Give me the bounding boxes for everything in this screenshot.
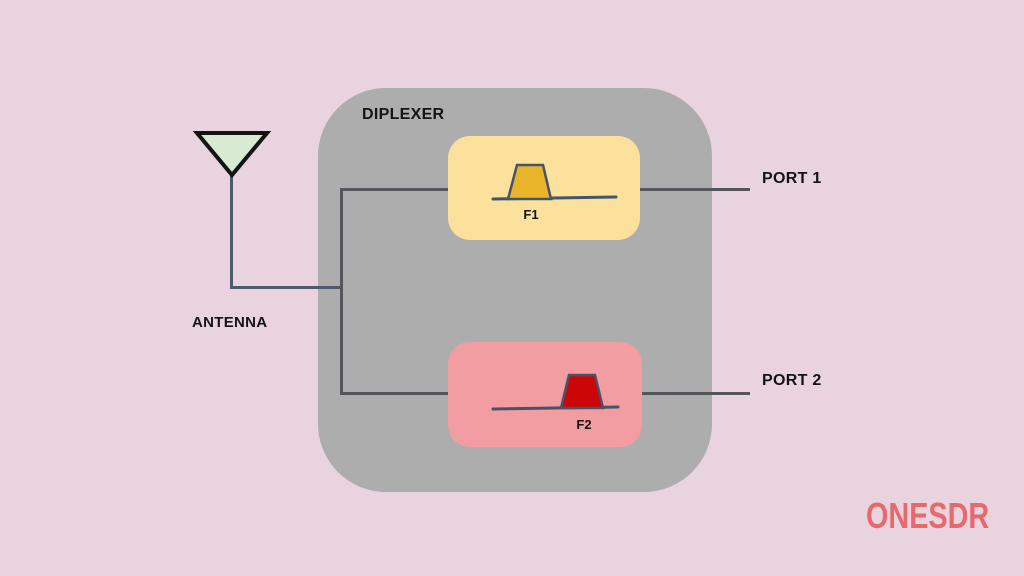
antenna-icon xyxy=(192,131,272,179)
wire-filter2-input xyxy=(343,392,448,395)
antenna-label: ANTENNA xyxy=(192,314,268,331)
wire-junction-vertical xyxy=(340,188,343,395)
wire-antenna-feed-vertical xyxy=(230,172,233,288)
filter2-response-icon xyxy=(491,373,620,411)
filter1-label: F1 xyxy=(523,207,539,222)
port2-label: PORT 2 xyxy=(762,372,822,389)
wire-filter1-input xyxy=(343,188,448,191)
onesdr-logo: ONESDR xyxy=(866,495,990,536)
filter1-response-icon xyxy=(491,163,618,201)
wire-antenna-feed-horizontal xyxy=(230,286,343,289)
wire-port2-output xyxy=(642,392,750,395)
wire-port1-output xyxy=(640,188,750,191)
filter2-box: F2 xyxy=(448,342,642,447)
filter2-label: F2 xyxy=(576,417,592,432)
diplexer-title: DIPLEXER xyxy=(362,106,445,123)
filter1-box: F1 xyxy=(448,136,640,240)
port1-label: PORT 1 xyxy=(762,170,822,187)
